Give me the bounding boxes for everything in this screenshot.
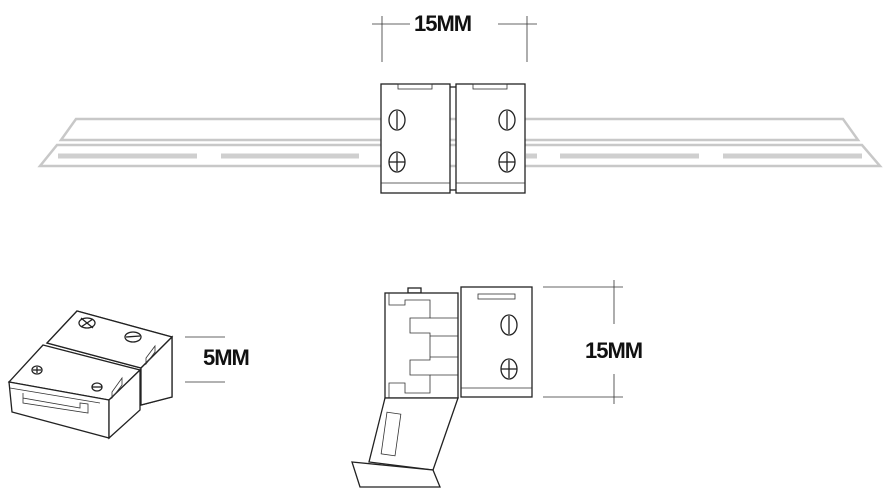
phillips-screw-icon — [388, 151, 406, 173]
height-label: 5MM — [203, 345, 250, 370]
phillips-screw-icon — [500, 358, 518, 380]
connector-isometric-view — [7, 310, 174, 440]
connector-open-view — [351, 286, 533, 488]
side-dimension-lines — [543, 280, 623, 404]
slotted-screw-icon — [498, 109, 516, 131]
slotted-screw-icon — [388, 109, 406, 131]
connector-top-view — [380, 83, 526, 194]
slotted-screw-icon — [500, 314, 518, 336]
phillips-screw-icon — [498, 151, 516, 173]
height-dimension-lines — [185, 336, 225, 383]
side-length-label: 15MM — [585, 338, 643, 363]
top-dimension-lines — [372, 16, 537, 62]
top-width-label: 15MM — [414, 11, 472, 36]
